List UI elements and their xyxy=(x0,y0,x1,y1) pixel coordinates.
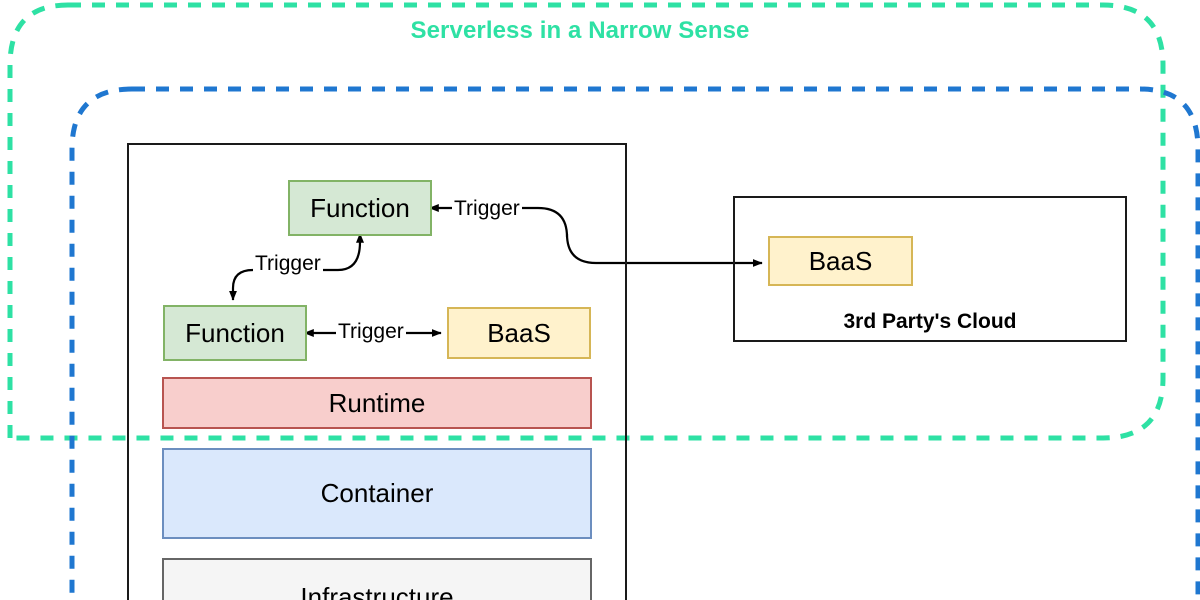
third-party-cloud-label: 3rd Party's Cloud xyxy=(843,310,1017,333)
broad-sense-boundary-left xyxy=(69,86,133,600)
node-runtime[interactable]: Runtime xyxy=(162,377,592,429)
edge-label-trigger-function-to-function: Trigger xyxy=(253,252,323,276)
edge-label-trigger-function-baas: Trigger xyxy=(336,320,406,344)
third-party-cloud-container: 3rd Party's Cloud xyxy=(733,196,1127,342)
page-title: Serverless in a Narrow Sense xyxy=(410,17,750,44)
node-infrastructure[interactable]: Infrastructure xyxy=(162,558,592,600)
provider-cloud-container xyxy=(127,143,627,600)
node-container[interactable]: Container xyxy=(162,448,592,539)
edge-label-trigger-function-third-party-baas: Trigger xyxy=(452,197,522,221)
narrow-sense-boundary-left xyxy=(7,2,69,438)
node-baas-internal[interactable]: BaaS xyxy=(447,307,591,359)
node-function-top[interactable]: Function xyxy=(288,180,432,236)
node-baas-third-party[interactable]: BaaS xyxy=(768,236,913,286)
node-function-bottom[interactable]: Function xyxy=(163,305,307,361)
